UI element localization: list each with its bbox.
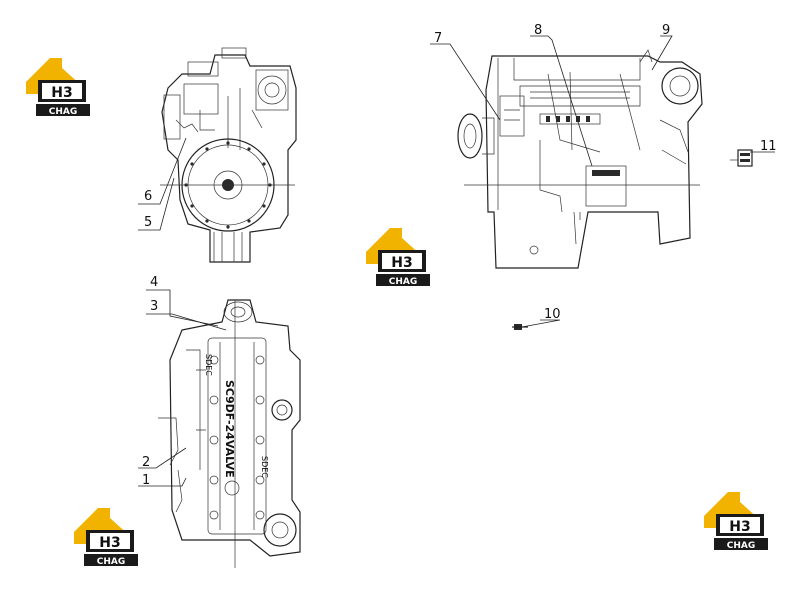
logo-badge-text: H3 [51, 85, 72, 101]
engine-brand-label-left: SDEC [204, 354, 213, 376]
callout-2: 2 [142, 455, 150, 470]
callout-9: 9 [662, 23, 670, 38]
engine-top-view: SC9DF-24VALVE SDEC SDEC [158, 299, 301, 568]
logo-stamp-center: H3 CHAG [366, 228, 430, 287]
callout-10: 10 [544, 307, 561, 322]
callout-4: 4 [150, 275, 158, 290]
logo-sub-text: CHAG [97, 557, 126, 567]
callout-7: 7 [434, 31, 442, 46]
callout-6: 6 [144, 189, 152, 204]
logo-badge-text: H3 [99, 535, 120, 551]
callout-3: 3 [150, 299, 158, 314]
logo-stamp-bottom-right: H3 CHAG [704, 492, 768, 551]
logo-stamp-bottom-left: H3 CHAG [74, 508, 138, 567]
part-11-connector [730, 149, 753, 167]
leader-lines [138, 35, 775, 487]
part-10-sensor [512, 324, 528, 330]
callout-11: 11 [760, 139, 777, 154]
callouts: 6 5 4 3 2 1 7 8 9 10 11 [142, 23, 777, 488]
logo-stamp-top-left: H3 CHAG [26, 58, 90, 117]
callout-8: 8 [534, 23, 542, 38]
engine-side-view [457, 49, 703, 269]
engine-front-view [160, 47, 297, 263]
engine-brand-label-right: SDEC [260, 456, 269, 478]
logo-badge-text: H3 [391, 255, 412, 271]
logo-sub-text: CHAG [49, 107, 78, 117]
engine-model-label: SC9DF-24VALVE [223, 380, 236, 478]
logo-badge-text: H3 [729, 519, 750, 535]
callout-5: 5 [144, 215, 152, 230]
callout-1: 1 [142, 473, 150, 488]
logo-sub-text: CHAG [389, 277, 418, 287]
logo-sub-text: CHAG [727, 541, 756, 551]
